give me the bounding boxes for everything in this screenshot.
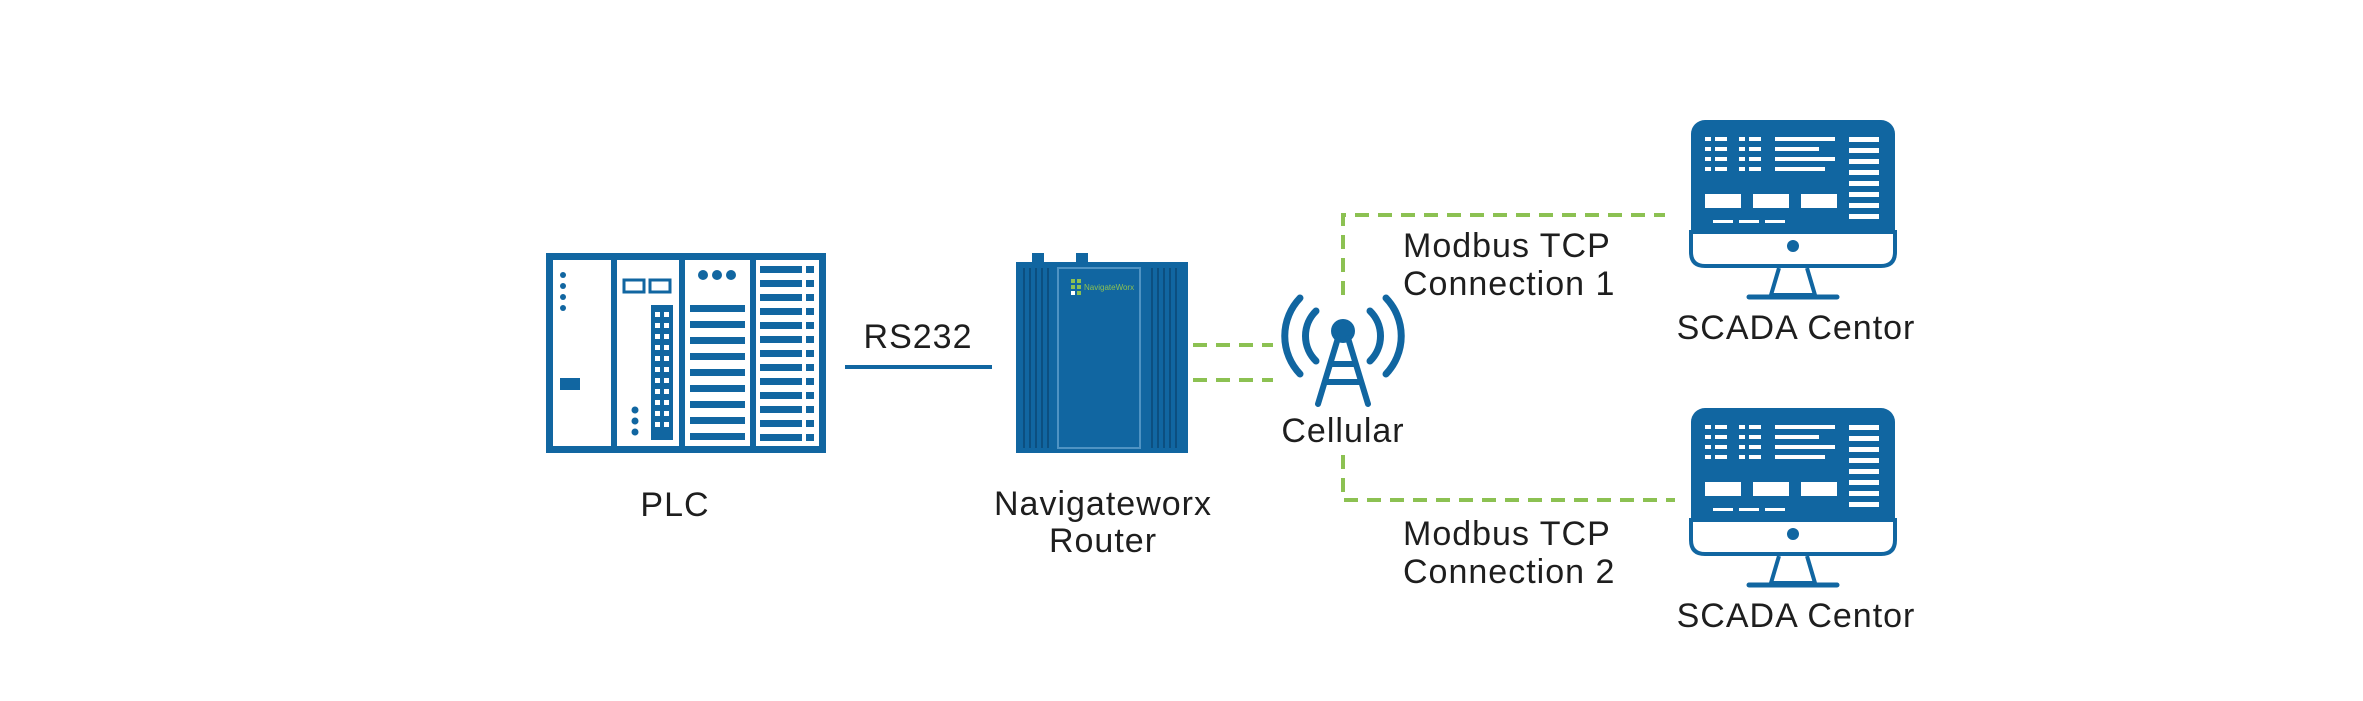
plc-rack-icon [546,253,826,453]
monitor-icon [1689,120,1897,300]
modbus-connection-1-line [1341,213,1665,295]
connection1-label-line1: Modbus TCP [1403,227,1611,265]
router-logo: NavigateWorx [1071,279,1134,295]
connection2-label-line1: Modbus TCP [1403,515,1611,553]
connection2-label-line2: Connection 2 [1403,553,1616,591]
scada1-label: SCADA Centor [1676,309,1916,347]
router-logo-text: NavigateWorx [1084,283,1134,292]
monitor-icon [1689,408,1897,588]
scada2-label: SCADA Centor [1676,597,1916,635]
router-label-line2: Router [1048,522,1158,560]
router-icon: NavigateWorx [1016,253,1188,453]
modbus-connection-2-line [1341,455,1675,502]
cell-tower-icon [1281,294,1405,407]
plc-label: PLC [640,486,710,524]
cellular-label: Cellular [1281,412,1405,450]
rs232-label: RS232 [863,318,973,356]
router-label-line1: Navigateworx [994,485,1212,523]
connection1-label-line2: Connection 1 [1403,265,1616,303]
